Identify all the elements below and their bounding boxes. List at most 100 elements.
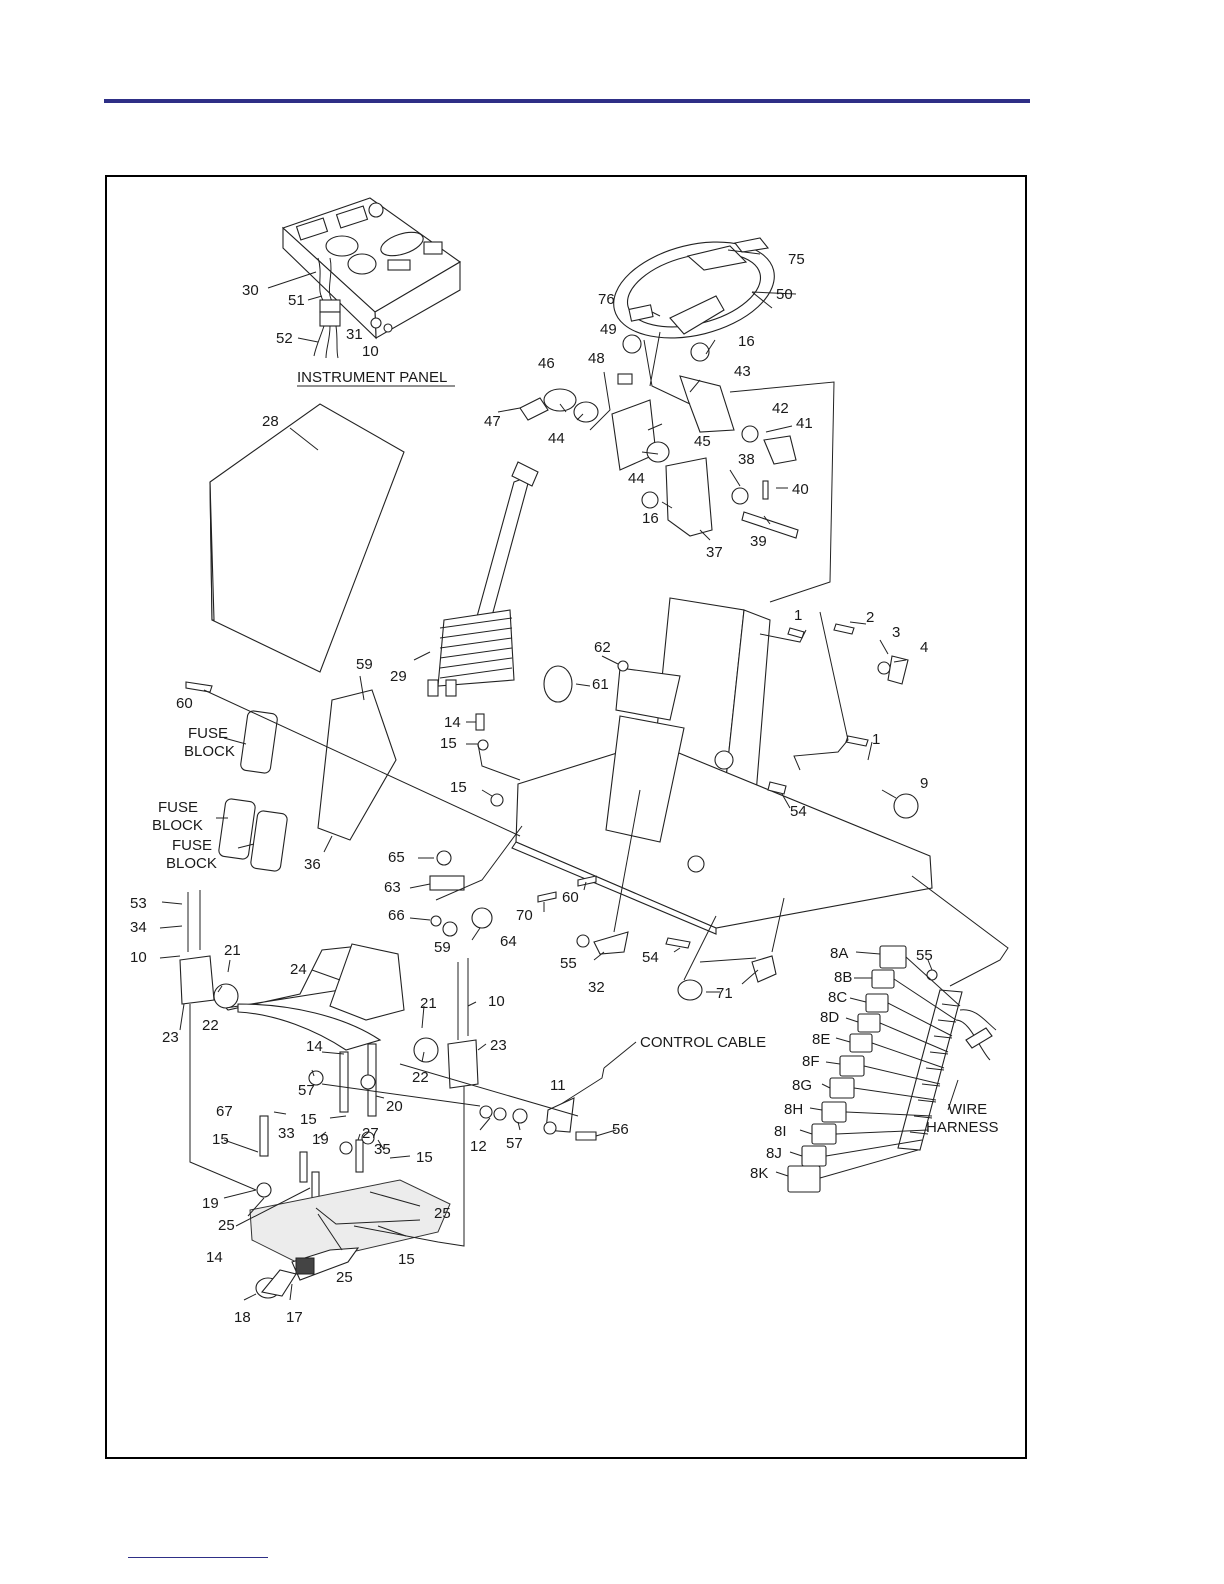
callout-50: 50 [776, 286, 793, 303]
callout-14b: 14 [306, 1038, 323, 1055]
cover-panel-edge [209, 481, 215, 621]
callout-60a: 60 [176, 695, 193, 712]
callout-64: 64 [500, 933, 517, 950]
callout-42: 42 [772, 400, 789, 417]
callout-47: 47 [484, 413, 501, 430]
callout-31: 31 [346, 326, 363, 343]
main-frame-drawing [511, 597, 933, 935]
callout-62: 62 [594, 639, 611, 656]
callout-8D: 8D [820, 1009, 839, 1026]
callout-65: 65 [388, 849, 405, 866]
callout-56: 56 [612, 1121, 629, 1138]
label-control-cable: CONTROL CABLE [640, 1034, 766, 1051]
header-rule [104, 99, 1030, 103]
wire-harness-drawing [787, 945, 997, 1193]
label-harness: HARNESS [926, 1119, 999, 1136]
callout-76: 76 [598, 291, 615, 308]
callout-39: 39 [750, 533, 767, 550]
callout-23b: 23 [490, 1037, 507, 1054]
callout-41: 41 [796, 415, 813, 432]
callout-15b: 15 [450, 779, 467, 796]
label-block-1: BLOCK [184, 743, 235, 760]
callout-9: 9 [920, 775, 928, 792]
callout-28: 28 [262, 413, 279, 430]
callout-12: 12 [470, 1138, 487, 1155]
callout-48: 48 [588, 350, 605, 367]
callout-17: 17 [286, 1309, 303, 1326]
callout-33: 33 [278, 1125, 295, 1142]
callout-24: 24 [290, 961, 307, 978]
callout-22b: 22 [412, 1069, 429, 1086]
callout-59b: 59 [434, 939, 451, 956]
callout-16a: 16 [738, 333, 755, 350]
label-instrument-panel: INSTRUMENT PANEL [297, 369, 447, 386]
leader-lines [159, 249, 1009, 1301]
callout-3: 3 [892, 624, 900, 641]
dash-bracket-and-fuse-blocks [218, 689, 397, 872]
callout-32: 32 [588, 979, 605, 996]
callout-67: 67 [216, 1103, 233, 1120]
hardware-drawing [185, 623, 938, 1001]
callout-34: 34 [130, 919, 147, 936]
callout-29: 29 [390, 668, 407, 685]
callout-19a: 19 [312, 1131, 329, 1148]
callout-23a: 23 [162, 1029, 179, 1046]
callout-52: 52 [276, 330, 293, 347]
callout-15e: 15 [212, 1131, 229, 1148]
callout-55b: 55 [916, 947, 933, 964]
callout-15a: 15 [440, 735, 457, 752]
callout-18: 18 [234, 1309, 251, 1326]
callout-44a: 44 [548, 430, 565, 447]
callout-35: 35 [374, 1141, 391, 1158]
callout-8A: 8A [830, 945, 848, 962]
callout-61: 61 [592, 676, 609, 693]
callout-2: 2 [866, 609, 874, 626]
callout-54b: 54 [642, 949, 659, 966]
callout-38: 38 [738, 451, 755, 468]
callout-51: 51 [288, 292, 305, 309]
callout-45: 45 [694, 433, 711, 450]
actuator-drawing [427, 461, 539, 697]
callout-59a: 59 [356, 656, 373, 673]
cover-panel-drawing [209, 403, 405, 673]
callout-1b: 1 [872, 731, 880, 748]
diagram-frame [105, 175, 1027, 1459]
callout-55a: 55 [560, 955, 577, 972]
callout-14c: 14 [206, 1249, 223, 1266]
callout-25c: 25 [336, 1269, 353, 1286]
pedal-assembly-drawing [179, 890, 479, 1299]
callout-19b: 19 [202, 1195, 219, 1212]
callout-15d: 15 [416, 1149, 433, 1166]
callout-66: 66 [388, 907, 405, 924]
callout-21a: 21 [224, 942, 241, 959]
label-wire: WIRE [948, 1101, 987, 1118]
callout-49: 49 [600, 321, 617, 338]
callout-71: 71 [716, 985, 733, 1002]
callout-21b: 21 [420, 995, 437, 1012]
callout-57b: 57 [506, 1135, 523, 1152]
callout-60b: 60 [562, 889, 579, 906]
callout-8F: 8F [802, 1053, 820, 1070]
callout-4: 4 [920, 639, 928, 656]
callout-30: 30 [242, 282, 259, 299]
diagram-labels: INSTRUMENT PANEL CONTROL CABLE WIRE HARN… [152, 369, 999, 1136]
callout-46: 46 [538, 355, 555, 372]
callout-20: 20 [386, 1098, 403, 1115]
callout-40: 40 [792, 481, 809, 498]
label-fuse-1: FUSE [188, 725, 228, 742]
callout-43: 43 [734, 363, 751, 380]
footer-rule [128, 1557, 268, 1558]
callout-15c: 15 [300, 1111, 317, 1128]
callout-8H: 8H [784, 1101, 803, 1118]
callout-8J: 8J [766, 1145, 782, 1162]
callout-10c: 10 [488, 993, 505, 1010]
callout-8I: 8I [774, 1123, 787, 1140]
callout-37: 37 [706, 544, 723, 561]
callout-36: 36 [304, 856, 321, 873]
callout-1a: 1 [794, 607, 802, 624]
callout-8K: 8K [750, 1165, 768, 1182]
callout-15f: 15 [398, 1251, 415, 1268]
callout-8G: 8G [792, 1077, 812, 1094]
callout-8B: 8B [834, 969, 852, 986]
